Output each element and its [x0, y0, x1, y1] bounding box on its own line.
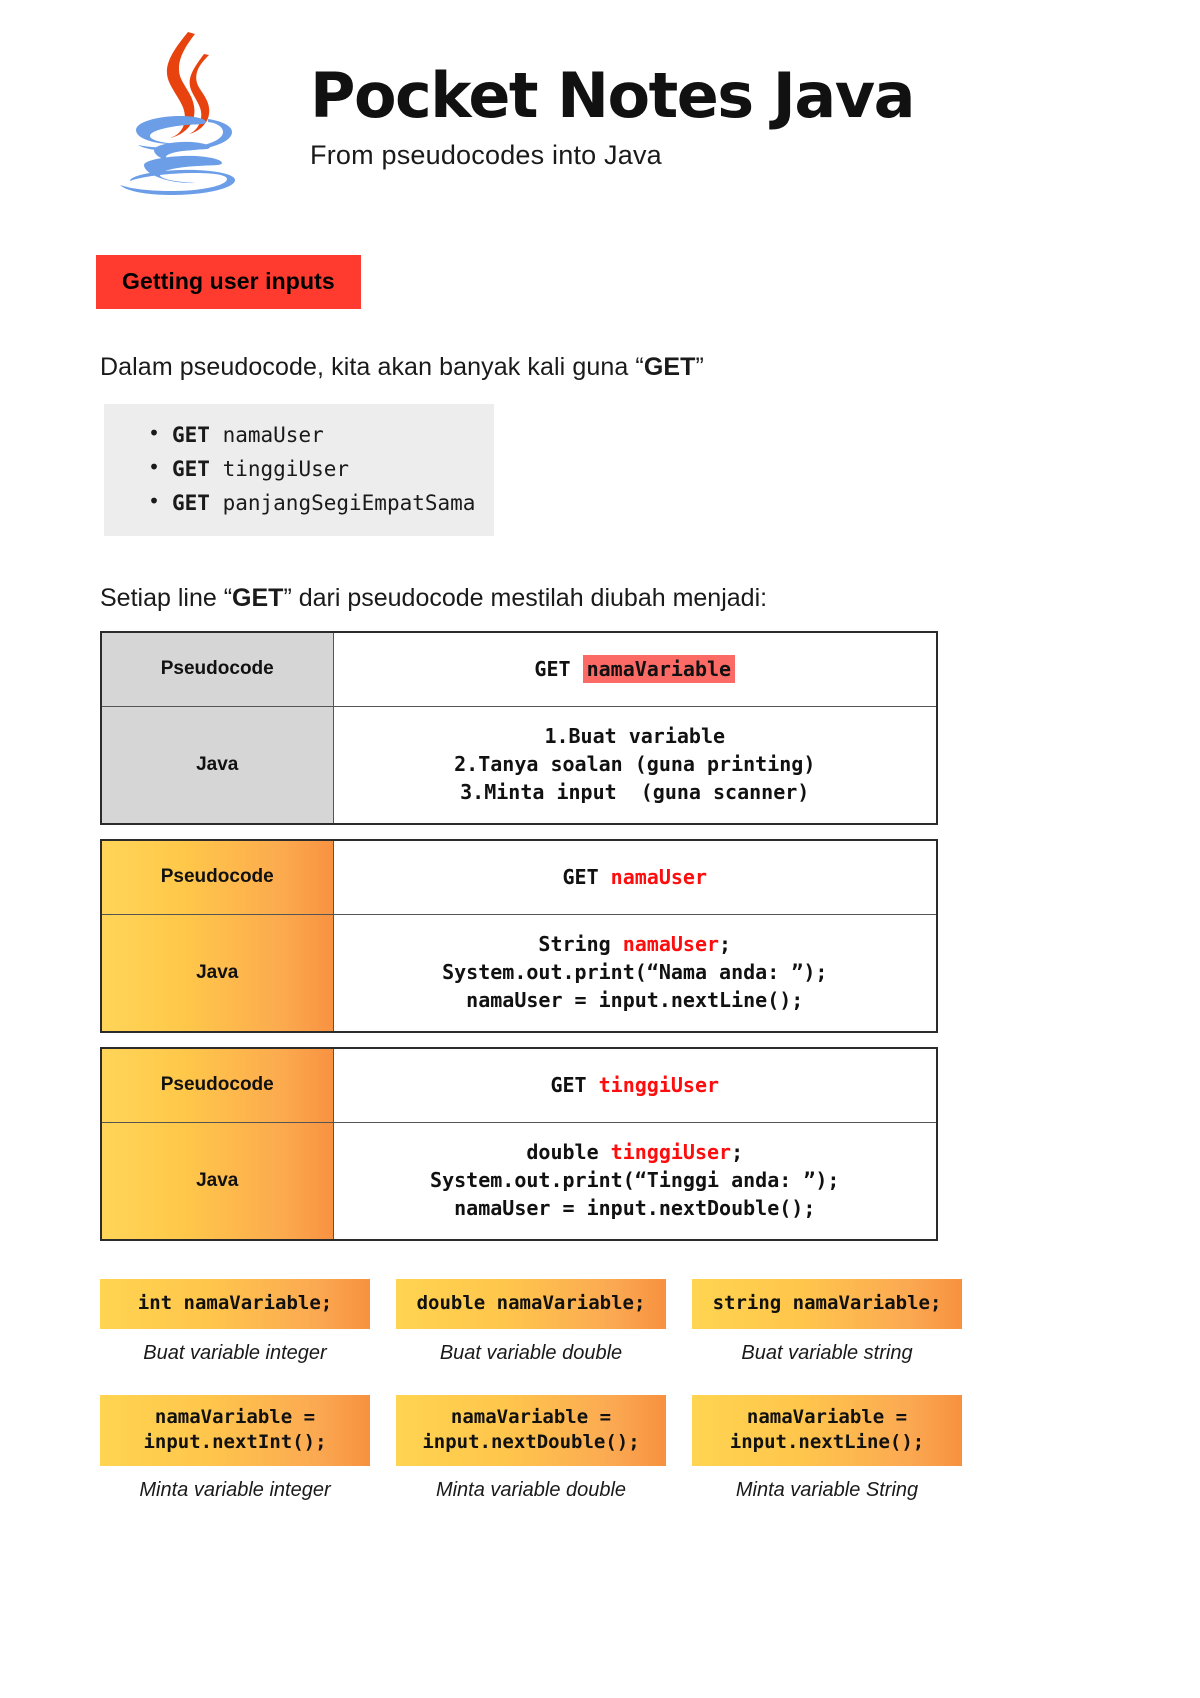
java-logo	[100, 24, 250, 204]
subhead-keyword: GET	[232, 584, 284, 613]
bullet-keyword: GET	[172, 423, 210, 447]
conversion-subheading: Setiap line “GET” dari pseudocode mestil…	[0, 536, 1200, 613]
snippet-caption: Minta variable double	[435, 1478, 627, 1501]
subhead-text-before: Setiap line “	[100, 584, 233, 613]
java-label: Java	[100, 913, 334, 1033]
page-header: Pocket Notes Java From pseudocodes into …	[0, 0, 1200, 210]
pseudocode-examples-box: GET namaUser GET tinggiUser GET panjangS…	[104, 404, 494, 537]
list-item: GET panjangSegiEmpatSama	[146, 485, 494, 520]
pseudocode-label: Pseudocode	[100, 839, 334, 915]
header-text-block: Pocket Notes Java From pseudocodes into …	[310, 57, 915, 171]
list-item: GET namaUser	[146, 417, 494, 452]
table-row: Java String namaUser; System.out.print(“…	[100, 913, 938, 1033]
intro-keyword: GET	[643, 353, 696, 381]
snippet-caption: Buat variable double	[439, 1341, 623, 1364]
snippet-chip-int-declare: int namaVariable;	[100, 1279, 370, 1329]
java-code-line: 2.Tanya soalan (guna printing)	[454, 752, 816, 776]
java-variable-name: tinggiUser	[610, 1140, 732, 1165]
conversion-table-generic: Pseudocode GET namaVariable Java 1.Buat …	[100, 631, 938, 826]
conversion-table-tinggiuser: Pseudocode GET tinggiUser Java double ti…	[100, 1047, 938, 1242]
java-code-line: double tinggiUser;	[526, 1140, 744, 1165]
intro-text-before: Dalam pseudocode, kita akan banyak kali …	[100, 353, 644, 381]
pseudocode-label: Pseudocode	[100, 1047, 334, 1123]
section-badge: Getting user inputs	[96, 255, 361, 309]
table-row: Java 1.Buat variable 2.Tanya soalan (gun…	[100, 705, 938, 825]
snippet-caption: Minta variable integer	[139, 1478, 331, 1501]
snippet-cell: namaVariable = input.nextLine(); Minta v…	[692, 1394, 962, 1502]
bullet-keyword: GET	[172, 491, 210, 516]
pseudocode-keyword: GET	[550, 1072, 587, 1097]
snippet-caption: Buat variable string	[741, 1341, 913, 1364]
intro-paragraph: Dalam pseudocode, kita akan banyak kali …	[0, 309, 1200, 382]
table-row: Pseudocode GET tinggiUser	[100, 1047, 938, 1123]
bullet-value: tinggiUser	[222, 457, 350, 482]
table-row: Pseudocode GET namaVariable	[100, 631, 938, 707]
java-code-line: System.out.print(“Nama anda: ”);	[442, 960, 828, 984]
snippet-caption: Buat variable integer	[143, 1341, 327, 1364]
pseudocode-keyword: GET	[562, 864, 599, 889]
pseudocode-variable: namaVariable	[582, 654, 736, 683]
section-badge-row: Getting user inputs	[0, 210, 1200, 309]
bullet-value: namaUser	[222, 423, 324, 447]
snippet-chip-grid: int namaVariable; Buat variable integer …	[100, 1279, 1000, 1502]
snippet-cell: int namaVariable; Buat variable integer	[100, 1279, 370, 1365]
snippet-cell: string namaVariable; Buat variable strin…	[692, 1279, 962, 1365]
list-item: GET tinggiUser	[146, 451, 494, 486]
java-code-cell: String namaUser; System.out.print(“Nama …	[332, 913, 938, 1033]
conversion-tables: Pseudocode GET namaVariable Java 1.Buat …	[100, 631, 938, 1242]
java-code-line: String namaUser;	[538, 932, 732, 957]
pseudocode-keyword: GET	[534, 656, 571, 681]
java-code-line: 1.Buat variable	[544, 724, 726, 749]
pseudocode-label: Pseudocode	[100, 631, 334, 707]
subhead-text-after: ” dari pseudocode mestilah diubah menjad…	[283, 584, 768, 613]
java-type-keyword: String	[538, 932, 611, 957]
table-row: Pseudocode GET namaUser	[100, 839, 938, 915]
java-code-line: System.out.print(“Tinggi anda: ”);	[430, 1168, 840, 1192]
snippet-chip-string-declare: string namaVariable;	[692, 1279, 962, 1329]
page-title: Pocket Notes Java	[310, 58, 915, 132]
bullet-keyword: GET	[172, 457, 210, 482]
conversion-table-namauser: Pseudocode GET namaUser Java String nama…	[100, 839, 938, 1034]
snippet-cell: double namaVariable; Buat variable doubl…	[396, 1279, 666, 1365]
snippet-chip-next-double: namaVariable = input.nextDouble();	[396, 1394, 666, 1466]
java-code-cell: 1.Buat variable 2.Tanya soalan (guna pri…	[332, 705, 938, 825]
java-code-cell: double tinggiUser; System.out.print(“Tin…	[332, 1121, 938, 1241]
java-code-line: 3.Minta input (guna scanner)	[460, 779, 810, 804]
snippet-cell: namaVariable = input.nextDouble(); Minta…	[396, 1394, 666, 1502]
java-label: Java	[100, 705, 334, 825]
java-code-line: namaUser = input.nextDouble();	[454, 1195, 816, 1220]
pseudocode-variable: namaUser	[610, 864, 707, 889]
snippet-cell: namaVariable = input.nextInt(); Minta va…	[100, 1394, 370, 1502]
java-variable-name: namaUser	[622, 932, 720, 957]
snippet-chip-next-int: namaVariable = input.nextInt();	[100, 1394, 370, 1466]
intro-text-after: ”	[695, 353, 704, 381]
snippet-chip-next-line: namaVariable = input.nextLine();	[692, 1394, 962, 1466]
java-code-line: namaUser = input.nextLine();	[466, 987, 804, 1012]
java-type-keyword: double	[526, 1140, 599, 1165]
java-label: Java	[100, 1121, 334, 1241]
pseudocode-examples-list: GET namaUser GET tinggiUser GET panjangS…	[104, 417, 494, 520]
table-row: Java double tinggiUser; System.out.print…	[100, 1121, 938, 1241]
snippet-caption: Minta variable String	[735, 1478, 919, 1501]
pseudocode-code-cell: GET namaVariable	[332, 631, 938, 707]
pseudocode-code-cell: GET namaUser	[332, 839, 938, 915]
bullet-value: panjangSegiEmpatSama	[222, 491, 476, 516]
pseudocode-code-cell: GET tinggiUser	[332, 1047, 938, 1123]
page-subtitle: From pseudocodes into Java	[310, 140, 662, 171]
snippet-chip-double-declare: double namaVariable;	[396, 1279, 666, 1329]
pseudocode-variable: tinggiUser	[598, 1072, 720, 1097]
